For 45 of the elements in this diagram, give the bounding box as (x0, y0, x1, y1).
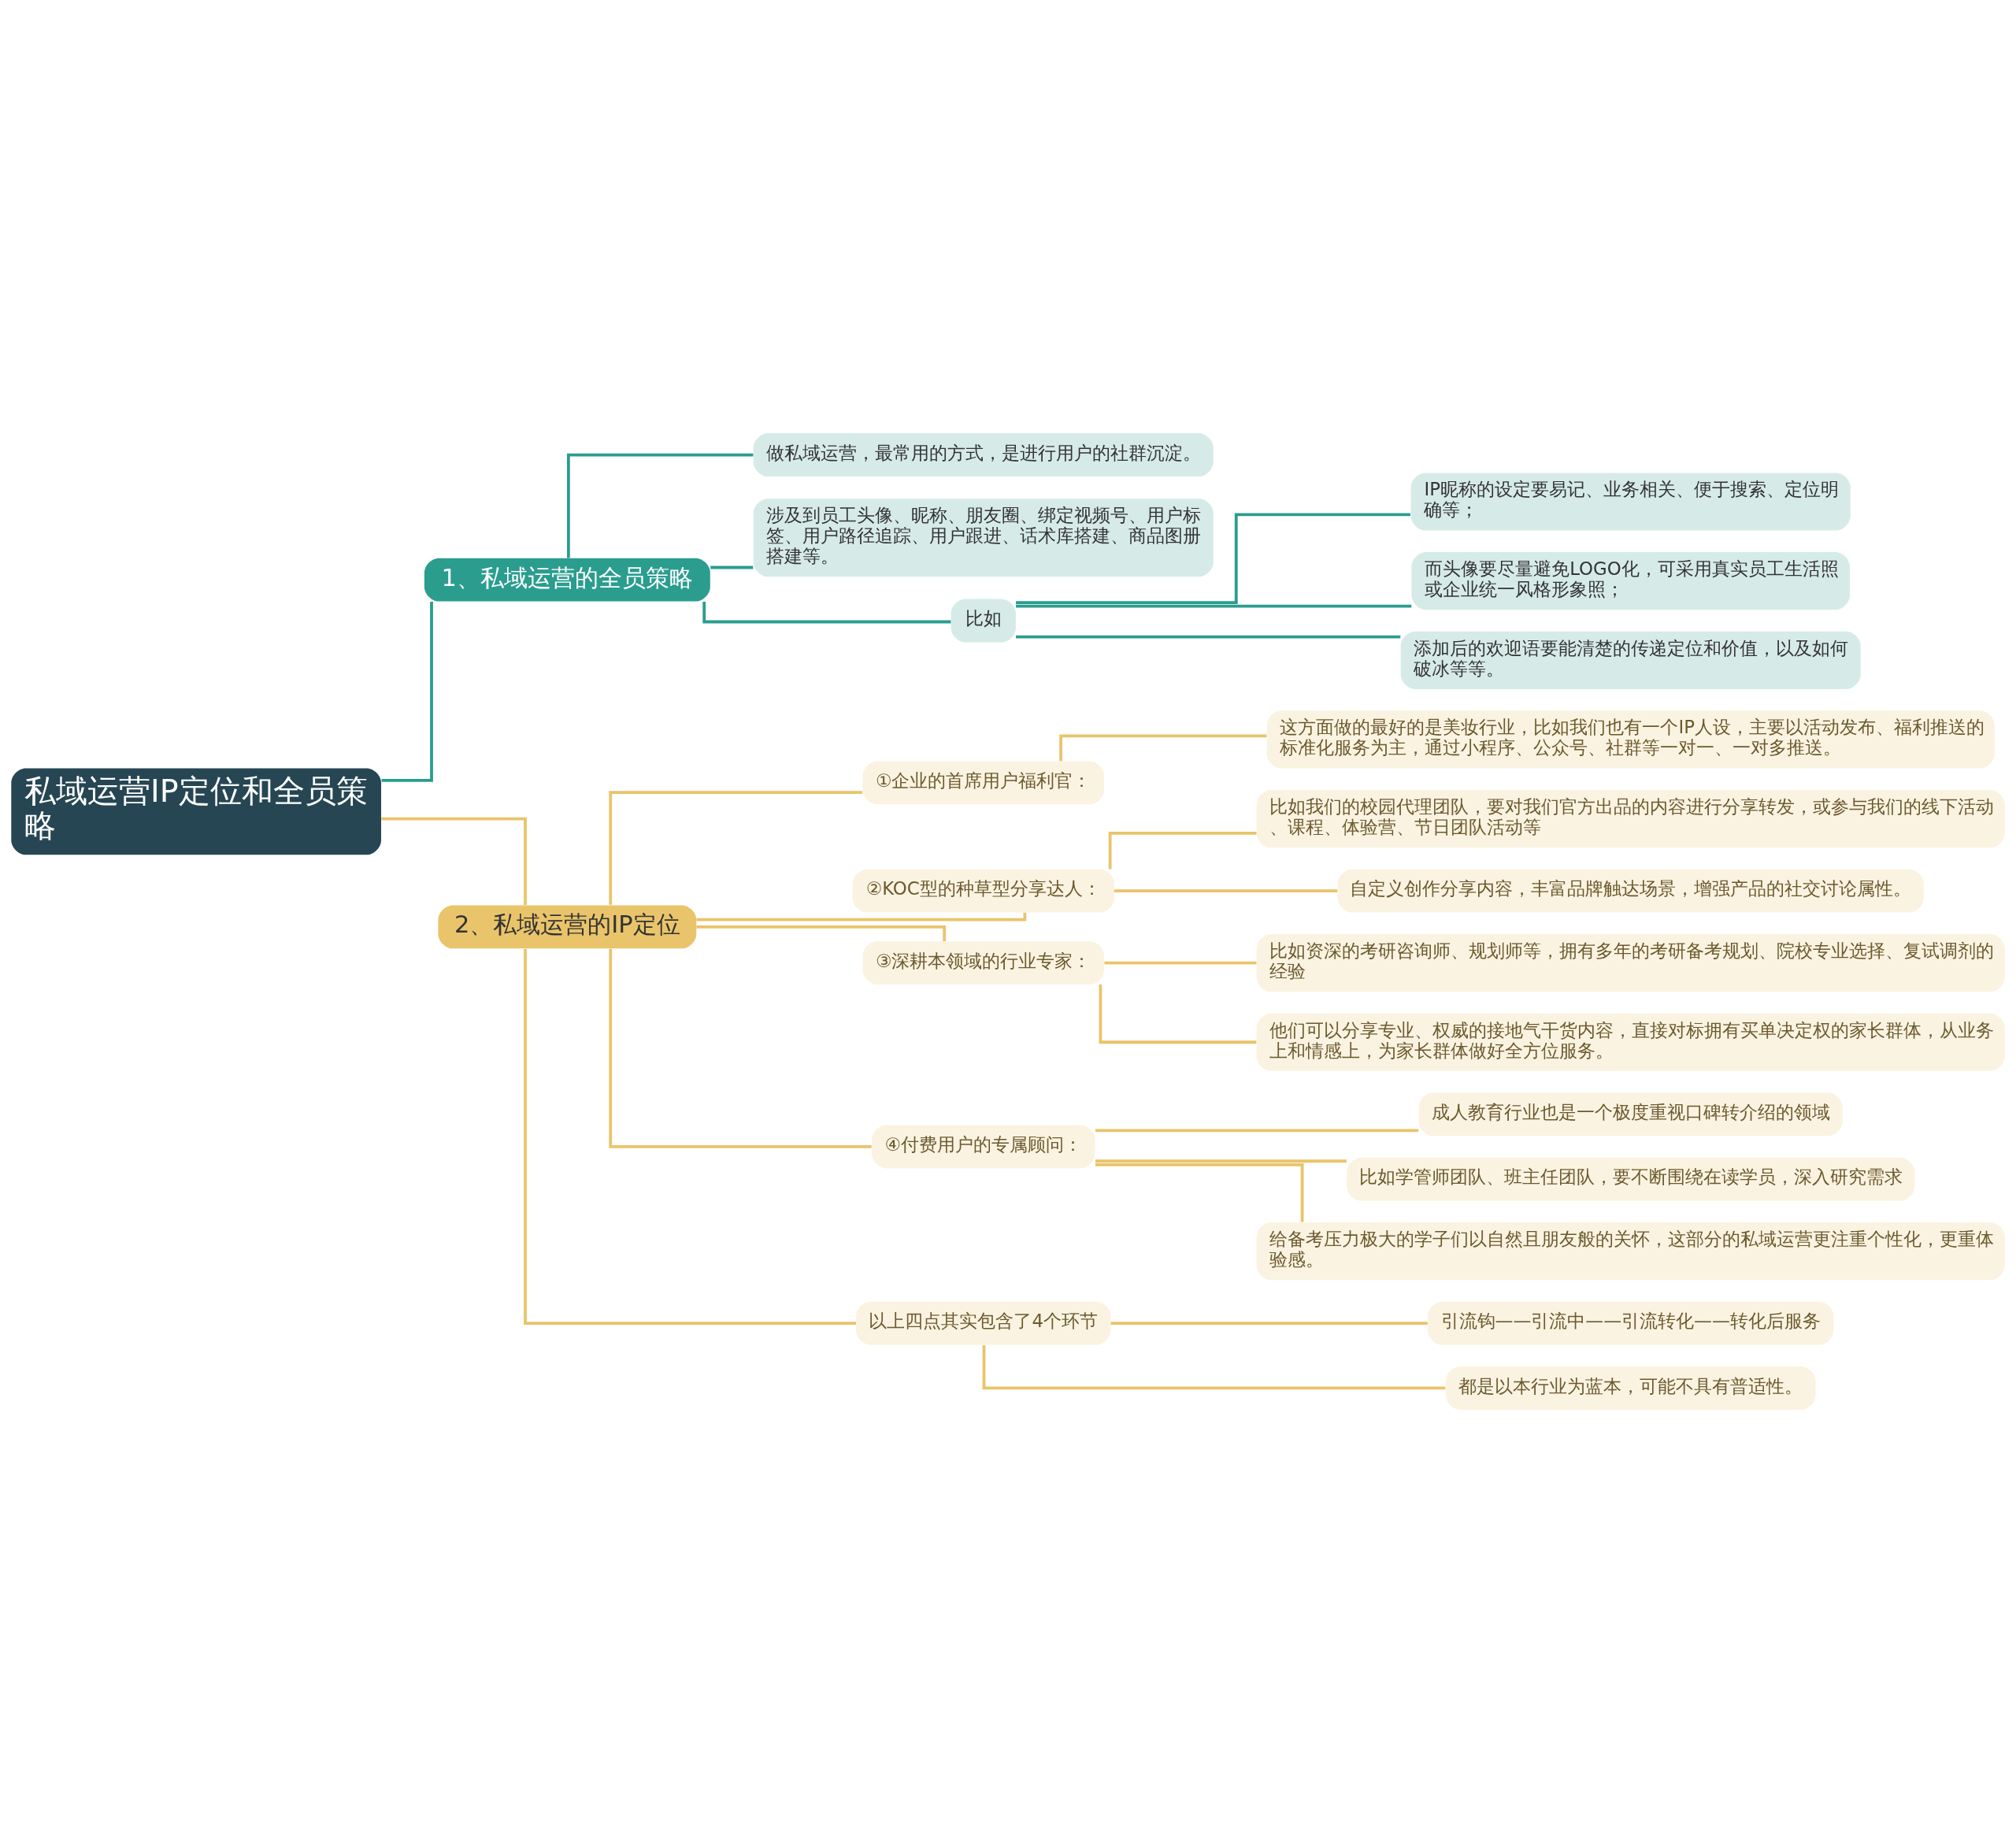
node-box: 成人教育行业也是一个极度重视口碑转介绍的领域 (1418, 1092, 1843, 1137)
node-box: 而头像要尽量避免LOGO化，可采用真实员工生活照或企业统一风格形象照； (1411, 552, 1850, 610)
connector (609, 948, 872, 1148)
node-box: 自定义创作分享内容，丰富品牌触达场景，增强产品的社交讨论属性。 (1337, 869, 1924, 913)
connector (524, 948, 857, 1325)
connector (702, 602, 951, 624)
node-box: ③深耕本领域的行业专家： (862, 941, 1104, 985)
node-box: ②KOC型的种草型分享达人： (852, 869, 1114, 913)
node-box: ①企业的首席用户福利官： (862, 761, 1104, 805)
connector (381, 601, 433, 782)
node-box: 比如学管师团队、班主任团队，要不断围绕在读学员，深入研究需求 (1347, 1157, 1915, 1201)
connector (566, 453, 754, 558)
node-box: 1、私域运营的全员策略 (424, 558, 710, 602)
node-box: 2、私域运营的IP定位 (438, 905, 697, 949)
node-box: 以上四点其实包含了4个环节 (856, 1301, 1111, 1345)
connector (1016, 604, 1412, 608)
connector (1016, 513, 1410, 605)
connector (1095, 1129, 1419, 1133)
node-box: 比如 (951, 599, 1016, 643)
connector (381, 817, 527, 906)
node-box: 比如资深的考研咨询师、规划师等，拥有多年的考研备考规划、院校专业选择、复试调剂的经验 (1256, 934, 2005, 992)
node-box: 添加后的欢迎语要能清楚的传递定位和价值，以及如何破冰等等。 (1400, 631, 1861, 689)
node-box: 他们可以分享专业、权威的接地气干货内容，直接对标拥有买单决定权的家长群体，从业务上和情感上，为家长群体做好全方位服务。 (1256, 1013, 2005, 1071)
node-box: 给备考压力极大的学子们以自然且朋友般的关怀，这部分的私域运营更注重个性化，更重体验感。 (1256, 1222, 2005, 1281)
connector (982, 1345, 1446, 1390)
connector (710, 566, 754, 569)
connector (1110, 1322, 1428, 1325)
connector (696, 925, 947, 941)
connector (1108, 832, 1257, 870)
connector (609, 791, 862, 905)
connector (1095, 1163, 1304, 1222)
connector (1099, 985, 1257, 1044)
node-box: 这方面做的最好的是美妆行业，比如我们也有一个IP人设，主要以活动发布、福利推送的标准化服务为主，通过小程序、公众号、社群等一对一、一对多推送。 (1266, 710, 1995, 769)
connector (1114, 889, 1338, 892)
connector (1095, 1159, 1347, 1163)
node-box: 私域运营IP定位和全员策略 (11, 768, 381, 855)
node-box: ④付费用户的专属顾问： (871, 1125, 1095, 1169)
node-box: 做私域运营，最常用的方式，是进行用户的社群沉淀。 (753, 433, 1214, 477)
node-box: 都是以本行业为蓝本，可能不具有普适性。 (1445, 1366, 1816, 1410)
connector (1016, 635, 1401, 639)
node-box: 引流钩——引流中——引流转化——转化后服务 (1428, 1301, 1834, 1345)
connector (1104, 961, 1257, 965)
node-box: IP昵称的设定要易记、业务相关、便于搜索、定位明确等； (1410, 473, 1851, 531)
node-box: 比如我们的校园代理团队，要对我们官方出品的内容进行分享转发，或参与我们的线下活动、课程、体验营、节日团队活动等 (1256, 790, 2005, 848)
node-box: 涉及到员工头像、昵称、朋友圈、绑定视频号、用户标签、用户路径追踪、用户跟进、话术库搭建、商品图册搭建等。 (753, 499, 1214, 577)
